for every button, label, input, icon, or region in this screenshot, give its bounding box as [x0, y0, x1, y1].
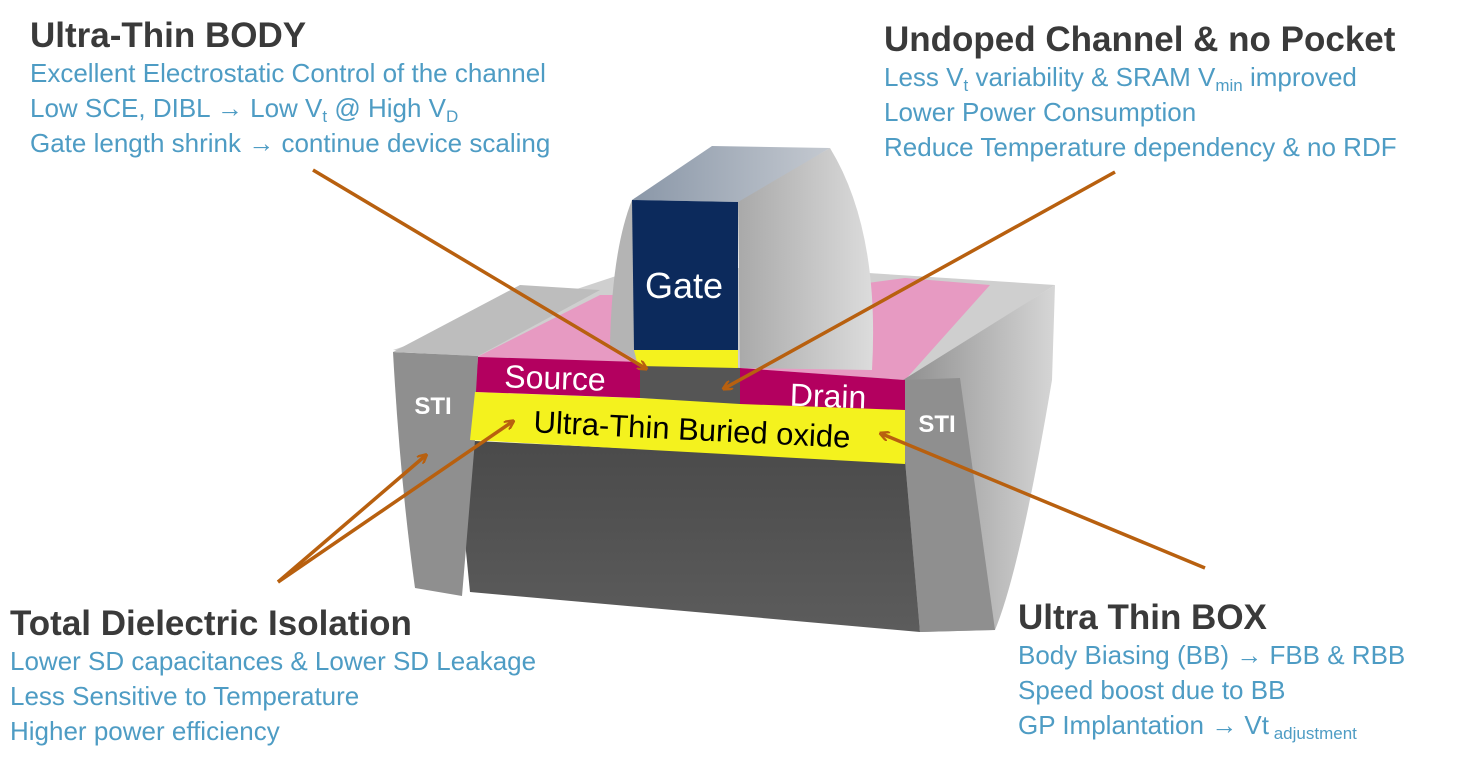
sti-left-top	[393, 285, 600, 356]
text-segment: →	[1211, 710, 1238, 740]
ultra-thin-box-line-2: Speed boost due to BB	[1018, 673, 1405, 708]
subscript-text: min	[1215, 76, 1243, 95]
arrow-ultra-thin-box	[882, 434, 1206, 570]
ultra-thin-body-line-3: Gate length shrink → continue device sca…	[30, 126, 550, 161]
ultra-thin-box-line-1: Body Biasing (BB) → FBB & RBB	[1018, 638, 1405, 673]
total-dielectric-line-3: Higher power efficiency	[10, 714, 536, 749]
text-segment: Less V	[884, 62, 964, 92]
text-segment: Body Biasing (BB)	[1018, 640, 1237, 670]
undoped-channel-line-1: Less Vt variability & SRAM Vmin improved	[884, 60, 1397, 95]
sti-right-front	[903, 378, 995, 632]
undoped-channel-line-3: Reduce Temperature dependency & no RDF	[884, 130, 1397, 165]
text-segment: variability & SRAM V	[968, 62, 1216, 92]
text-segment: Low V	[242, 93, 323, 123]
ultra-thin-body-line-2: Low SCE, DIBL → Low Vt @ High VD	[30, 91, 550, 126]
total-dielectric-line-2: Less Sensitive to Temperature	[10, 679, 536, 714]
text-segment: Gate length shrink	[30, 128, 249, 158]
text-segment: Speed boost due to BB	[1018, 675, 1286, 705]
source-top-surface	[475, 295, 640, 362]
text-segment: continue device scaling	[274, 128, 551, 158]
text-segment: V	[1237, 710, 1262, 740]
undoped-channel-block: Undoped Channel & no Pocket Less Vt vari…	[884, 20, 1397, 165]
total-dielectric-line-1: Lower SD capacitances & Lower SD Leakage	[10, 644, 536, 679]
arrow-isolation-sti	[276, 456, 425, 584]
sti-right-label: STI	[918, 411, 955, 438]
arrow-undoped-channel	[725, 170, 1116, 388]
ultra-thin-box-block: Ultra Thin BOX Body Biasing (BB) → FBB &…	[1018, 598, 1405, 743]
total-dielectric-heading: Total Dielectric Isolation	[10, 604, 412, 643]
ultra-thin-body-block: Ultra-Thin BODY Excellent Electrostatic …	[30, 16, 550, 161]
text-segment: →	[216, 93, 243, 123]
subscript-text: D	[446, 107, 459, 126]
substrate	[455, 440, 920, 632]
text-segment: Less Sensitive to Temperature	[10, 681, 360, 711]
text-segment: Lower Power Consumption	[884, 97, 1197, 127]
source-region	[476, 357, 640, 398]
arrow-isolation-box	[277, 422, 512, 584]
text-segment: @ High V	[327, 93, 447, 123]
text-segment: t	[1261, 710, 1269, 740]
arrow-ultra-thin-body	[312, 168, 645, 368]
text-segment: FBB & RBB	[1262, 640, 1406, 670]
text-segment: →	[248, 128, 275, 158]
ultra-thin-box-line-3: GP Implantation → Vt adjustment	[1018, 708, 1405, 743]
text-segment: improved	[1242, 62, 1357, 92]
buried-oxide-layer	[470, 392, 905, 464]
subscript-text: t	[963, 76, 969, 95]
gate-electrode	[632, 200, 738, 350]
subscript-text: adjustment	[1269, 724, 1357, 743]
total-dielectric-block: Total Dielectric Isolation Lower SD capa…	[10, 604, 536, 749]
undoped-channel-heading: Undoped Channel & no Pocket	[884, 20, 1396, 59]
text-segment: Reduce Temperature dependency & no RDF	[884, 132, 1397, 162]
text-segment: GP Implantation	[1018, 710, 1212, 740]
gate-spacer	[738, 148, 874, 370]
ultra-thin-body-heading: Ultra-Thin BODY	[30, 16, 307, 55]
gate-top	[632, 146, 830, 202]
drain-label: Drain	[789, 377, 867, 416]
ultra-thin-body-line-1: Excellent Electrostatic Control of the c…	[30, 56, 550, 91]
gate-spacer-left	[610, 200, 640, 362]
text-segment: Excellent Electrostatic Control of the c…	[30, 58, 546, 88]
channel-region	[640, 362, 740, 404]
source-label: Source	[504, 358, 607, 398]
drain-region	[740, 368, 905, 410]
text-segment: →	[1236, 640, 1263, 670]
text-segment: Higher power efficiency	[10, 716, 280, 746]
sti-left-label: STI	[414, 393, 451, 420]
gate-oxide	[634, 350, 738, 368]
subscript-text: t	[322, 107, 328, 126]
gate-label: Gate	[645, 265, 723, 306]
text-segment: Low SCE, DIBL	[30, 93, 217, 123]
text-segment: Lower SD capacitances & Lower SD Leakage	[10, 646, 537, 676]
undoped-channel-line-2: Lower Power Consumption	[884, 95, 1397, 130]
ultra-thin-box-heading: Ultra Thin BOX	[1018, 598, 1267, 637]
